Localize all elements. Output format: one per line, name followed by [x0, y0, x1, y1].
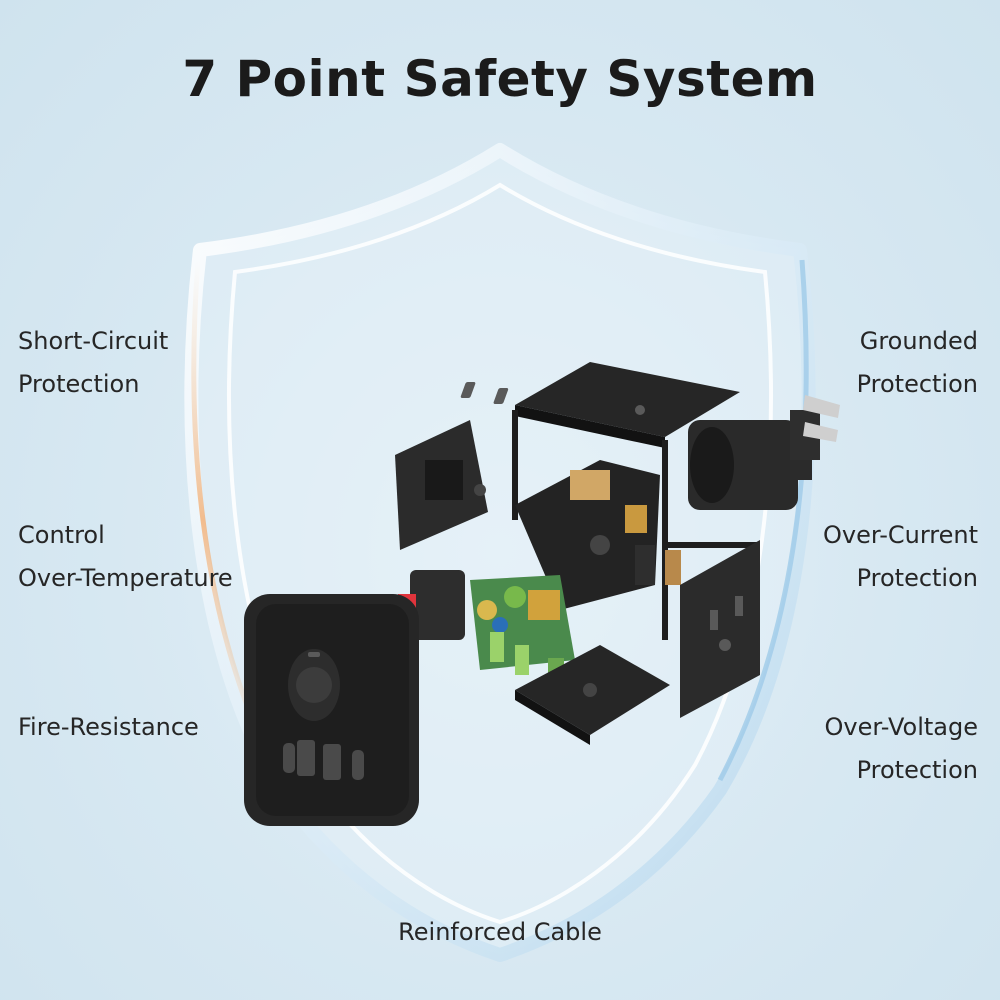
label-over-current: Over-Current Protection — [823, 521, 978, 592]
bottom-panel — [515, 645, 670, 745]
shield-icon — [184, 143, 816, 962]
label-reinforced-cable: Reinforced Cable — [398, 918, 602, 946]
side-panel-left — [395, 420, 488, 550]
usb-a-icon — [323, 744, 341, 780]
top-outlet-panel — [460, 362, 740, 448]
plug-block — [688, 395, 840, 510]
front-usb-panel — [244, 594, 419, 826]
adapter-illustration — [244, 362, 840, 826]
internal-mechanism — [515, 460, 681, 610]
frame — [512, 410, 760, 640]
label-over-voltage: Over-Voltage Protection — [824, 713, 978, 784]
label-short-circuit: Short-Circuit Protection — [18, 327, 169, 398]
page-title: 7 Point Safety System — [182, 50, 818, 108]
usb-a-icon — [297, 740, 315, 776]
usb-c-icon — [352, 750, 364, 780]
circuit-board — [470, 575, 575, 680]
label-fire-resistance: Fire-Resistance — [18, 713, 199, 741]
label-grounded: Grounded Protection — [856, 327, 978, 398]
usb-c-icon — [283, 743, 295, 773]
label-control-temp: Control Over-Temperature — [18, 521, 233, 592]
side-outlet-panel — [680, 540, 760, 718]
